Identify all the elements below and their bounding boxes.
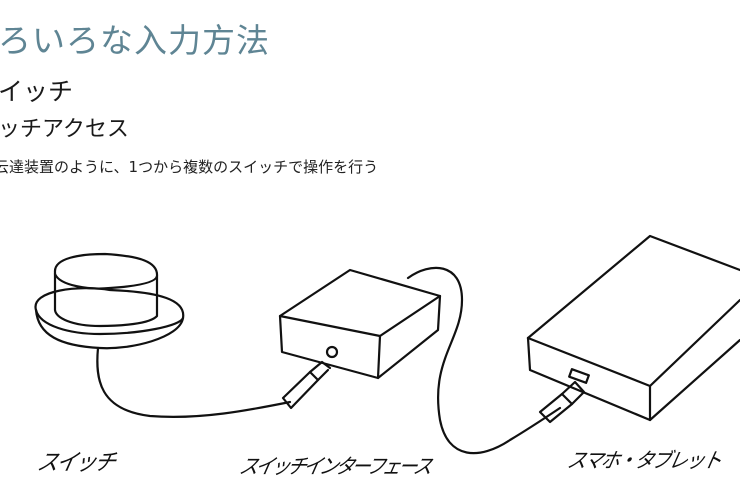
label-switch-interface: スイッチインターフェース <box>237 455 433 480</box>
slide-title: ろいろな入力方法 <box>0 21 270 60</box>
device-cable <box>406 266 562 455</box>
switch-drawing <box>34 252 185 350</box>
smartphone-tablet-drawing <box>526 234 740 422</box>
label-smartphone-tablet: スマホ・タブレット <box>565 449 723 474</box>
switch-interface-drawing <box>278 268 442 380</box>
section-subheading: ッチアクセス <box>0 117 129 142</box>
switch-cable <box>96 346 292 419</box>
usb-plug-drawing <box>538 380 586 424</box>
body-text: 云達装置のように、1つから複数のスイッチで操作を行う <box>0 158 379 176</box>
section-heading: イッチ <box>0 77 74 106</box>
label-switch: スイッチ <box>34 448 117 476</box>
